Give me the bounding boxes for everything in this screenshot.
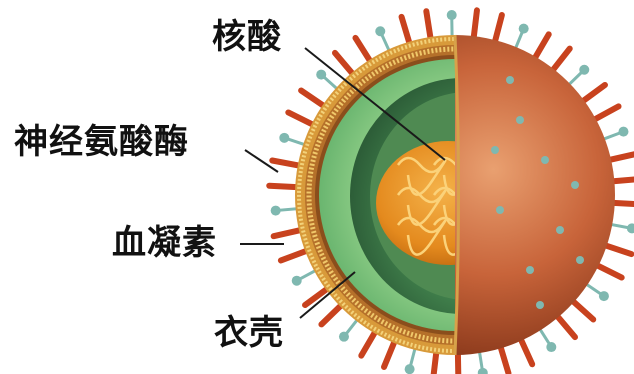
label-nucleic-acid: 核酸 — [212, 20, 282, 54]
hemagglutinin-spike — [335, 53, 354, 76]
neuraminidase-head — [478, 368, 488, 374]
hemagglutinin-spike — [520, 337, 532, 364]
hemagglutinin-spike — [355, 38, 371, 63]
surface-protein-dot — [536, 301, 544, 309]
neuraminidase-head — [618, 127, 628, 137]
neuraminidase-head — [292, 276, 302, 286]
hemagglutinin-spike — [581, 85, 605, 103]
hemagglutinin-spike — [603, 245, 631, 255]
hemagglutinin-spike — [361, 330, 376, 356]
hemagglutinin-spike — [402, 17, 411, 46]
neuraminidase-head — [627, 223, 634, 233]
neuraminidase-head — [271, 206, 281, 216]
hemagglutinin-spike — [500, 344, 509, 373]
label-neuraminidase: 神经氨酸酶 — [14, 125, 189, 159]
hemagglutinin-spike — [592, 106, 618, 120]
neuraminidase-head — [316, 70, 326, 80]
neuraminidase-head — [447, 10, 457, 20]
hemagglutinin-spike — [607, 154, 634, 161]
hemagglutinin-spike — [288, 112, 315, 125]
hemagglutinin-spike — [595, 264, 622, 277]
hemagglutinin-spike — [269, 186, 299, 187]
hemagglutinin-spike — [534, 34, 549, 60]
hemagglutinin-spike — [551, 49, 570, 73]
surface-protein-dot — [506, 76, 514, 84]
neuraminidase-head — [405, 364, 415, 374]
hemagglutinin-spike — [426, 11, 431, 41]
surface-protein-dot — [526, 266, 534, 274]
hemagglutinin-spike — [384, 339, 395, 367]
neuraminidase-head — [546, 342, 556, 352]
neuraminidase-head — [579, 65, 589, 75]
label-hemagglutinin: 血凝素 — [112, 226, 217, 260]
neuraminidase-head — [519, 24, 529, 34]
hemagglutinin-spike — [281, 250, 309, 261]
hemagglutinin-spike — [473, 10, 477, 40]
hemagglutinin-spike — [494, 15, 502, 44]
hemagglutinin-spike — [274, 230, 303, 237]
surface-protein-dot — [541, 156, 549, 164]
neuraminidase-head — [339, 332, 349, 342]
surface-protein-dot — [556, 226, 564, 234]
neuraminidase-head — [279, 133, 289, 143]
hemagglutinin-spike — [272, 160, 301, 166]
neuraminidase-head — [599, 291, 609, 301]
neuraminidase-head — [375, 26, 385, 36]
surface-protein-dot — [491, 146, 499, 154]
hemagglutinin-spike — [321, 304, 343, 325]
surface-protein-dot — [496, 206, 504, 214]
surface-protein-dot — [576, 256, 584, 264]
surface-protein-dot — [516, 116, 524, 124]
surface-protein-dot — [571, 181, 579, 189]
hemagglutinin-spike — [571, 299, 593, 319]
hemagglutinin-spike — [556, 314, 575, 337]
hemagglutinin-spike — [301, 91, 326, 108]
label-coat: 衣壳 — [214, 316, 284, 350]
